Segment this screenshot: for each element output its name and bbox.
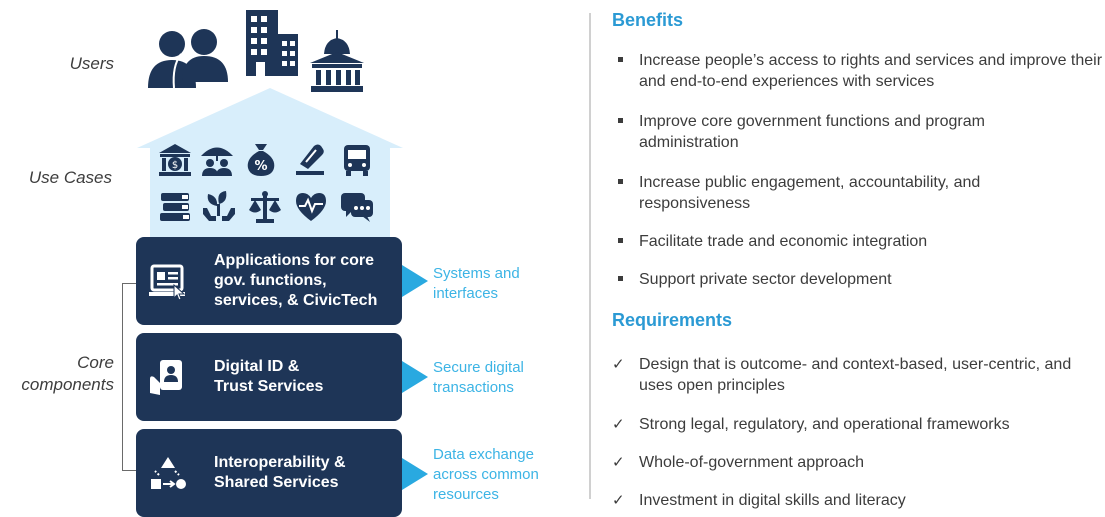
house-roof [137,88,403,148]
interoperability-icon [151,457,186,489]
core-components-bracket [122,283,137,471]
checkmark-icon: ✓ [612,492,625,509]
use-cases-label: Use Cases [28,168,112,187]
benefit-item: Increase public engagement, accountabili… [612,172,1069,214]
social-protection-icon [201,147,233,176]
application-screen-icon [149,264,186,301]
health-heart-icon [296,193,326,221]
vertical-divider [589,13,591,499]
component-digital-id: Digital ID & Trust Services [136,333,402,421]
requirement-item: ✓ Whole-of-government approach [612,454,865,471]
component-digital-id-title: Digital ID & Trust Services [214,358,324,395]
component-applications-title: Applications for core gov. functions, se… [214,252,378,309]
checkmark-icon: ✓ [612,454,625,471]
checkmark-icon: ✓ [612,416,625,433]
requirements-title: Requirements [612,310,733,330]
svg-text:$: $ [172,160,178,171]
requirement-item: ✓ Design that is outcome- and context-ba… [612,356,1072,394]
bank-icon: $ [159,144,191,176]
justice-scales-icon [249,191,281,223]
arrow-right-icon [402,361,428,393]
component-applications: Applications for core gov. functions, se… [136,237,402,325]
finance-bag-icon: % [247,144,275,176]
benefits-title: Benefits [612,10,684,30]
bus-icon [344,145,370,176]
government-building-icon [310,30,364,92]
arrow-right-icon [402,265,428,297]
chat-icon [341,193,373,222]
people-icon [148,29,228,89]
component-interoperability: Interoperability & Shared Services [136,429,402,517]
agriculture-plant-icon [203,191,235,221]
office-building-icon [246,10,298,76]
requirement-item: ✓ Investment in digital skills and liter… [612,492,906,509]
arrow-right-icon [402,458,428,490]
digital-id-icon [150,360,182,395]
benefit-item: Increase people’s access to rights and s… [612,50,1104,92]
core-label-line1: Core [77,353,114,372]
voting-icon [296,144,324,175]
benefit-item: Improve core government functions and pr… [612,111,1079,153]
checkmark-icon: ✓ [612,356,625,373]
requirement-item: ✓ Strong legal, regulatory, and operatio… [612,416,1010,433]
education-books-icon [160,193,190,221]
svg-text:%: % [254,159,267,174]
users-label: Users [69,54,114,73]
core-components-label: Core components [8,352,114,396]
component-interoperability-title: Interoperability & Shared Services [214,454,346,491]
core-label-line2: components [21,375,114,394]
benefit-item: Support private sector development [612,269,1079,290]
benefit-item: Facilitate trade and economic integratio… [612,231,1079,252]
